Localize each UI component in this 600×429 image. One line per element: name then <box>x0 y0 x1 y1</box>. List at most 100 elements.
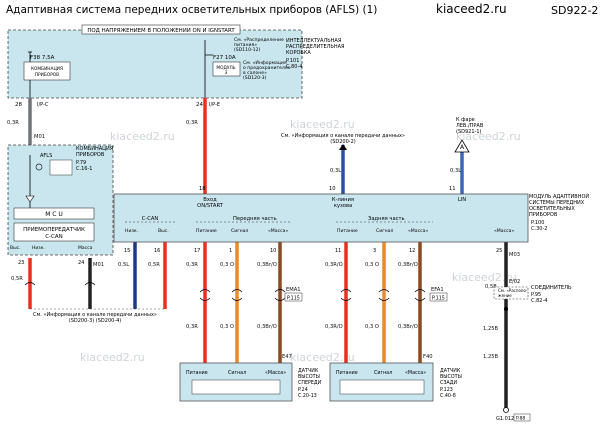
jb-note-1: См. «Распределение <box>234 37 284 43</box>
jb-note-2: о предохранителях <box>243 66 291 71</box>
connector-e02-ref: P.95 <box>531 292 541 298</box>
module-pin: 10 <box>329 186 336 192</box>
ic-title: ПРИБОРОВ <box>76 152 105 158</box>
wire-label: 0,3Br/O <box>398 262 418 268</box>
gnd-pin: «Масса» <box>494 228 514 234</box>
rear-label: Задняя часть <box>368 216 405 222</box>
ground-point: G1.012 P.88 <box>496 407 531 422</box>
fuse-f27-label: F27 10A <box>213 55 236 61</box>
sensor-pin: Сигнал <box>374 370 392 376</box>
connector-ref-box <box>284 292 303 302</box>
ic-pin: 24 <box>78 260 84 266</box>
front-sensor-title: СПЕРЕДИ <box>298 380 322 386</box>
fuse-f38-label: F38 7,5A <box>30 55 55 61</box>
diagram-code: SD922-2 <box>551 4 599 17</box>
rear-sensor-title: СЗАДИ <box>440 380 457 386</box>
wire-label: 0,3R/O <box>325 262 343 268</box>
fuse-f38 <box>23 61 71 81</box>
rear-height-sensor: Питание Сигнал «Масса» ДАТЧИК ВЫСОТЫ СЗА… <box>329 362 462 402</box>
connector-e02: См. «Располо- жение E/02 СОЕДИНИТЕЛЬ P.9… <box>493 279 572 311</box>
head-lamp-arrow-icon <box>454 139 470 153</box>
ccan-label: C-CAN <box>142 216 159 222</box>
sensor-pin: Сигнал <box>376 228 393 234</box>
wire-set <box>28 98 508 408</box>
module-ref: P.100 <box>531 220 544 226</box>
module-pin-label: ON/START <box>197 203 224 209</box>
front-sensor-title: ДАТЧИК <box>298 368 319 374</box>
wire-label: M03 <box>509 252 520 258</box>
can-note-top: См. «Информация о канале передачи данных… <box>281 133 405 139</box>
sensor-pin: Питание <box>186 370 208 376</box>
watermark: kiaceed2.ru <box>110 130 175 143</box>
jb-note-2: См. «Информация <box>243 60 287 66</box>
module-bottom-pin: 11 <box>335 248 341 254</box>
ic-pin-label: Масса <box>78 245 93 251</box>
watermark: kiaceed2.ru <box>452 271 517 284</box>
jb-note-1: питания» <box>234 43 257 48</box>
connector-label: EFA1 <box>431 287 444 293</box>
sensor-pin: «Масса» <box>268 228 288 234</box>
watermark: kiaceed2.ru <box>290 351 355 364</box>
watermark: kiaceed2.ru <box>456 130 521 143</box>
diode-icon <box>25 195 35 203</box>
wire-label: 0,3R <box>186 324 198 330</box>
fuse-f38-desc: ПРИБОРОВ <box>35 72 59 78</box>
wire-label: 0,3Br/O <box>257 262 277 268</box>
sensor-pin: «Масса» <box>405 370 426 376</box>
rear-sensor-ref: C.40-8 <box>440 393 456 399</box>
wire-label: 0,5R <box>11 276 23 282</box>
connector-e02-note: жение <box>498 293 512 298</box>
ic-title: КОМБИНАЦИЯ <box>76 146 113 152</box>
junction-box: ПОД НАПРЯЖЕНИЕМ В ПОЛОЖЕНИИ ON И IGNSTAR… <box>7 24 344 108</box>
rear-sensor-ref: P.123 <box>440 387 453 393</box>
sensor-pin: Питание <box>336 370 358 376</box>
wire-label: 0,3Br/O <box>257 324 277 330</box>
module-pin-label: кузова <box>334 203 352 209</box>
module-bottom-pin: 10 <box>270 248 276 254</box>
ic-pin-label: Выс. <box>10 245 21 251</box>
sensor-pin: Сигнал <box>231 228 248 234</box>
ccan-pin: Низк. <box>125 228 138 234</box>
afls-label: AFLS <box>40 153 52 159</box>
connector-e02-title: СОЕДИНИТЕЛЬ <box>531 285 572 291</box>
wire-label: M01 <box>93 262 104 268</box>
jb-title: КОРОБКА <box>286 50 311 56</box>
module-bottom-pin: 3 <box>373 248 376 254</box>
front-sensor-ref: C.20-13 <box>298 393 317 399</box>
module-pin-label: К-линия <box>332 197 354 203</box>
wire-label: 0,5L <box>118 262 129 268</box>
connector-e02-note: См. «Располо- <box>498 288 528 293</box>
jb-note-1: (SD110-12) <box>234 47 261 53</box>
site-name: kiaceed2.ru <box>436 2 507 16</box>
ic-pin-label: Низк. <box>32 245 45 251</box>
wire-label: 0,3R <box>186 262 198 268</box>
wire-label: 0,3 O <box>220 324 234 330</box>
head-lamp-ref: (SD921-1) <box>456 129 482 135</box>
ic-ref: P.79 <box>76 160 86 166</box>
ground-icon <box>503 407 509 413</box>
can-note-bottom: (SD200-3) (SD200-4) <box>69 318 122 324</box>
wire-label: 0,3 O <box>220 262 234 268</box>
module-title: СИСТЕМЫ ПЕРЕДНИХ <box>529 200 585 206</box>
head-lamp-title: К фаре <box>456 117 475 123</box>
watermark: kiaceed2.ru <box>80 351 145 364</box>
module-pin: 11 <box>449 186 456 192</box>
ground-ref: P.88 <box>516 416 525 422</box>
jb-pin: 28 <box>15 102 22 108</box>
ccan-pin: Выс. <box>158 228 169 234</box>
connector-marks <box>24 282 426 301</box>
wire-label: 0,5R <box>148 262 160 268</box>
wire-label: 0,3L <box>450 168 461 174</box>
jb-note-2: в салоне» <box>243 71 267 76</box>
jb-note-2: (SD120-3) <box>243 75 267 81</box>
wire-label: 1,25B <box>483 354 499 360</box>
module-bottom-pin: 25 <box>496 248 502 254</box>
jb-title: ИНТЕЛЛЕКТУАЛЬНАЯ <box>286 38 341 44</box>
sensor-pin: «Масса» <box>408 228 428 234</box>
connector-ref: P.115 <box>432 296 445 302</box>
sensor-pin: Сигнал <box>228 370 246 376</box>
module-title: ПРИБОРОВ <box>529 212 558 218</box>
module-title: ОСВЕТИТЕЛЬНЫХ <box>529 206 575 212</box>
arrow-up-icon <box>339 144 347 150</box>
